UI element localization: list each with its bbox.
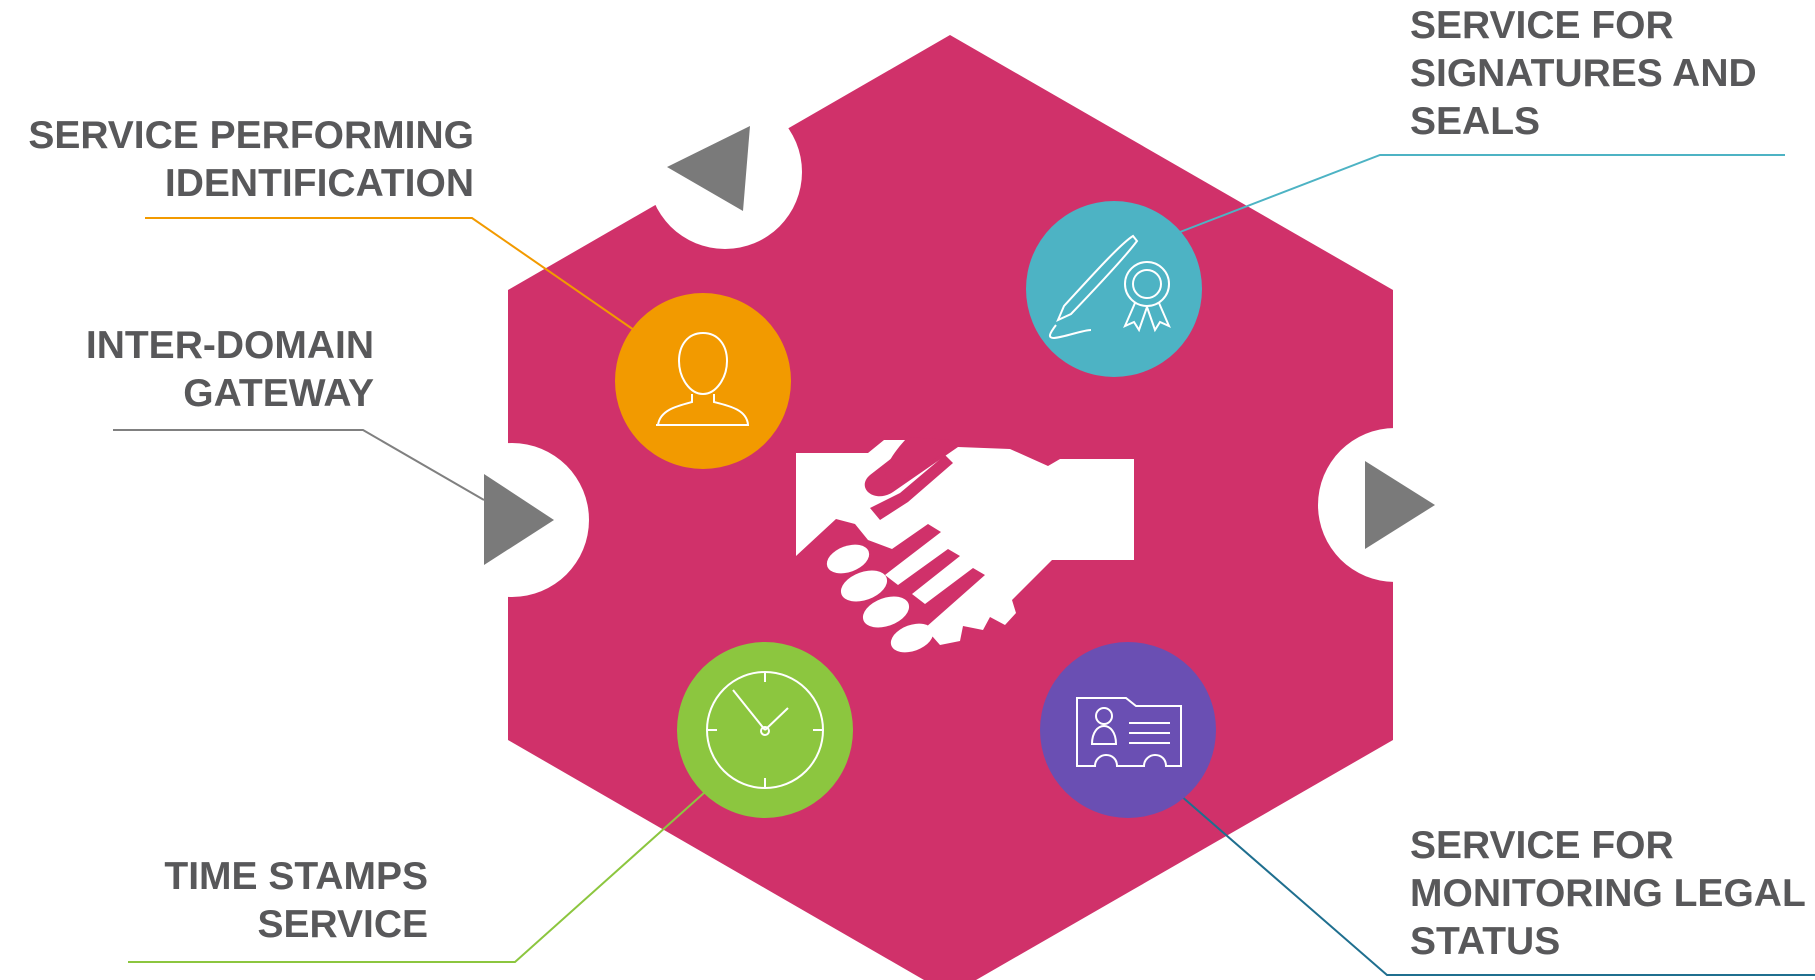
- label-legal-status-line-1: SERVICE FOR: [1410, 824, 1674, 867]
- label-legal-status: SERVICE FOR MONITORING LEGAL STATUS: [1410, 822, 1815, 966]
- label-time-stamps-line-1: TIME STAMPS: [164, 855, 428, 898]
- label-gateway-line-2: GATEWAY: [183, 372, 374, 415]
- label-signatures-line-3: SEALS: [1410, 100, 1541, 143]
- connector-legal-status: [1179, 794, 1815, 976]
- label-identification: SERVICE PERFORMING IDENTIFICATION: [12, 112, 474, 208]
- connector-identification: [145, 217, 635, 331]
- label-time-stamps-line-2: SERVICE: [257, 903, 428, 946]
- signatures-circle[interactable]: [1026, 201, 1202, 377]
- arrow-left-icon[interactable]: [667, 126, 750, 211]
- connector-gateway: [113, 429, 485, 501]
- label-gateway: INTER-DOMAIN GATEWAY: [22, 322, 374, 418]
- legal-status-circle[interactable]: [1040, 642, 1216, 818]
- id-card-icon: [1076, 697, 1182, 767]
- connector-signatures: [1179, 154, 1785, 233]
- label-signatures: SERVICE FOR SIGNATURES AND SEALS: [1410, 2, 1810, 146]
- label-identification-line-2: IDENTIFICATION: [164, 162, 474, 205]
- label-time-stamps: TIME STAMPS SERVICE: [112, 853, 428, 949]
- arrow-right-icon[interactable]: [1365, 461, 1435, 549]
- handshake-icon: [796, 437, 1134, 653]
- arrow-right-icon[interactable]: [484, 474, 554, 565]
- quill-and-seal-icon: [1048, 234, 1171, 340]
- label-signatures-line-1: SERVICE FOR: [1410, 4, 1674, 47]
- label-identification-line-1: SERVICE PERFORMING: [28, 114, 474, 157]
- connector-time-stamps: [128, 791, 706, 963]
- label-legal-status-line-2: MONITORING LEGAL: [1410, 872, 1806, 915]
- label-legal-status-line-3: STATUS: [1410, 920, 1561, 963]
- label-signatures-line-2: SIGNATURES AND: [1410, 52, 1757, 95]
- user-icon: [656, 331, 750, 426]
- label-gateway-line-1: INTER-DOMAIN: [85, 324, 374, 367]
- identification-circle[interactable]: [615, 293, 791, 469]
- clock-icon: [706, 671, 824, 789]
